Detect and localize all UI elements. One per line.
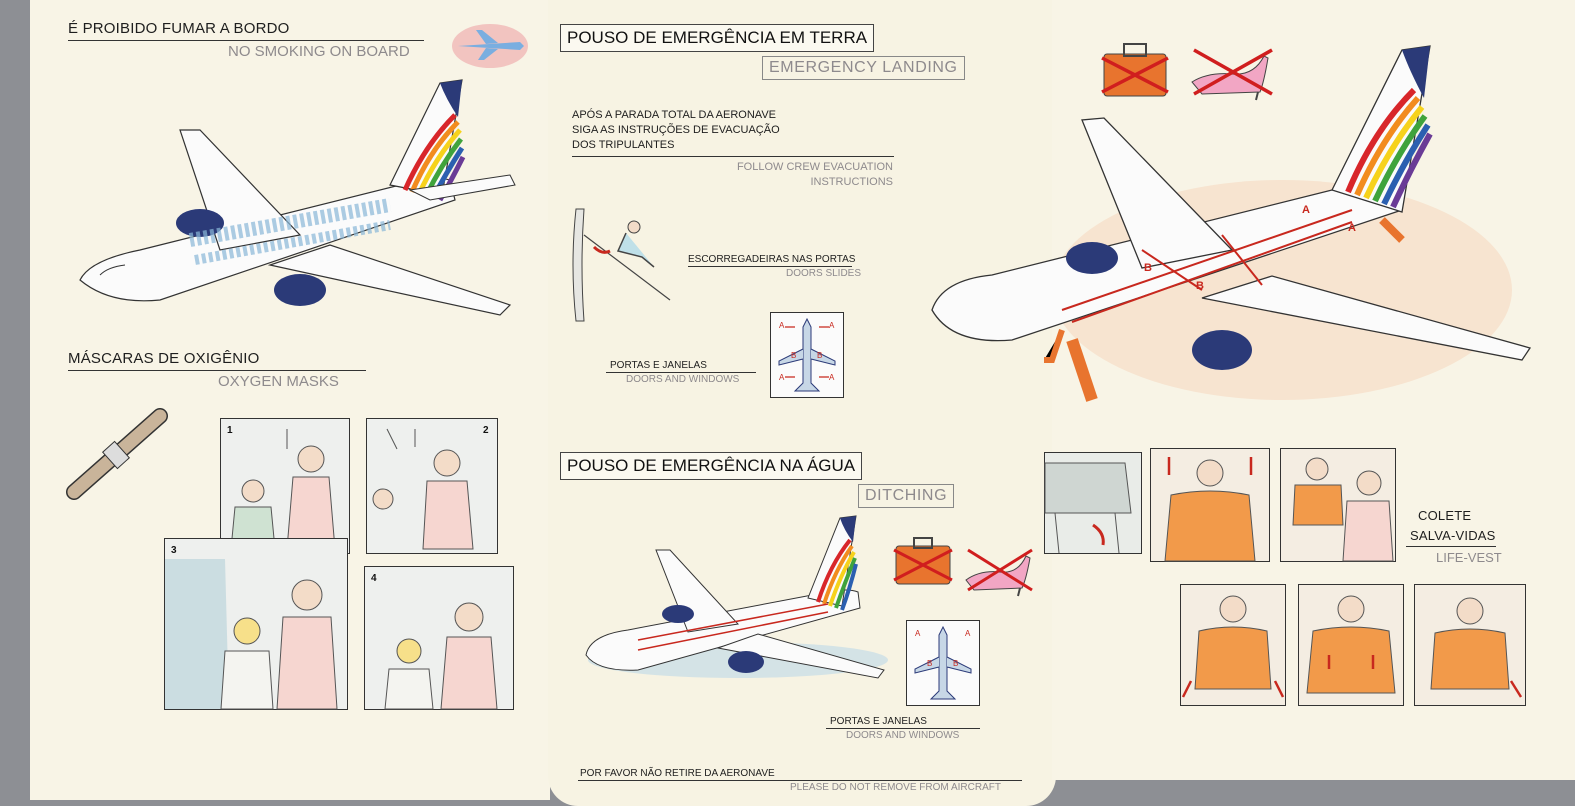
- divider: [826, 728, 980, 729]
- ditching-exits-airplane-diagram: [914, 625, 972, 700]
- no-smoking-title: É PROIBIDO FUMAR A BORDO: [68, 20, 290, 37]
- putting-on-life-vest-illustration: [1164, 457, 1256, 562]
- life-vest-step-frame: [1298, 584, 1404, 706]
- oxygen-step-frame: 2: [366, 418, 498, 554]
- ditching-doors-windows-subtitle: DOORS AND WINDOWS: [846, 730, 960, 741]
- life-vest-step-frame: [1044, 452, 1142, 554]
- exit-a-label: A: [915, 629, 921, 638]
- step-number: 2: [483, 425, 489, 436]
- ditching-exits-diagram: A A B B: [906, 620, 980, 706]
- life-vest-title-line2: SALVA-VIDAS: [1410, 528, 1496, 543]
- passenger-reaching-mask-illustration: [230, 429, 336, 550]
- parent-helping-child-mask-illustration: [165, 559, 338, 710]
- ditching-airplane-illustration: [585, 515, 888, 679]
- footer-notice-pt: POR FAVOR NÃO RETIRE DA AERONAVE: [580, 768, 775, 779]
- airplane-icon: [452, 24, 528, 68]
- doors-windows-title: PORTAS E JANELAS: [610, 360, 707, 371]
- instruction-line: DOS TRIPULANTES: [572, 139, 675, 151]
- emergency-landing-subtitle: EMERGENCY LANDING: [762, 56, 965, 80]
- instruction-line: FOLLOW CREW EVACUATION: [736, 161, 893, 173]
- ditching-subtitle: DITCHING: [858, 484, 955, 508]
- exit-b-label: B: [817, 351, 823, 360]
- divider: [578, 780, 1022, 781]
- no-high-heels-icon: [965, 548, 1033, 597]
- middle-panel: POUSO DE EMERGÊNCIA EM TERRA EMERGENCY L…: [548, 0, 1056, 806]
- door-slides-subtitle: DOORS SLIDES: [786, 268, 862, 279]
- life-vest-step-frame: [1150, 448, 1270, 562]
- divider: [572, 156, 894, 157]
- divider: [68, 370, 366, 371]
- right-panel: B B A A: [931, 0, 1575, 780]
- no-high-heels-icon: [1191, 48, 1273, 101]
- exit-a-label: A: [965, 629, 971, 638]
- instruction-line: INSTRUCTIONS: [810, 176, 894, 188]
- evacuation-instruction-en: FOLLOW CREW EVACUATION INSTRUCTIONS: [688, 160, 893, 190]
- oxygen-step-frame: 1: [220, 418, 350, 554]
- child-and-parent-wearing-masks-illustration: [384, 602, 498, 710]
- divider: [606, 372, 756, 373]
- inflating-vest-illustration: [1306, 595, 1396, 694]
- exit-a-label: A: [829, 321, 835, 330]
- exit-b-label: B: [927, 659, 933, 668]
- tightening-vest-straps-illustration: [1181, 595, 1285, 698]
- exit-a-label: A: [1348, 222, 1356, 234]
- exits-airplane-diagram: [778, 317, 836, 392]
- left-panel: É PROIBIDO FUMAR A BORDO NO SMOKING ON B…: [30, 0, 550, 800]
- life-vest-step-frame: [1414, 584, 1526, 706]
- oxygen-masks-title: MÁSCARAS DE OXIGÊNIO: [68, 350, 260, 367]
- door-slides-title: ESCORREGADEIRAS NAS PORTAS: [688, 254, 856, 265]
- exit-b-label: B: [791, 351, 797, 360]
- step-number: 4: [371, 573, 377, 584]
- exit-a-label: A: [779, 373, 785, 382]
- divider: [68, 40, 424, 41]
- adult-helping-child-vest-illustration: [1292, 457, 1394, 562]
- instruction-line: SIGA AS INSTRUÇÕES DE EVACUAÇÃO: [572, 124, 780, 136]
- ditching-doors-windows-title: PORTAS E JANELAS: [830, 716, 927, 727]
- exits-diagram: A A B B A A: [770, 312, 844, 398]
- airplane-cabin-illustration: [79, 79, 516, 316]
- slide-evacuation-illustration: [572, 208, 671, 322]
- exit-b-label: B: [1144, 262, 1152, 274]
- footer-notice-en: PLEASE DO NOT REMOVE FROM AIRCRAFT: [790, 782, 1001, 793]
- oxygen-step-frame: 3: [164, 538, 348, 710]
- exit-a-label: A: [829, 373, 835, 382]
- oxygen-tube-icon: [66, 408, 168, 500]
- life-vest-subtitle: LIFE-VEST: [1436, 550, 1502, 565]
- blowing-vest-tube-illustration: [1430, 597, 1523, 698]
- emergency-landing-title: POUSO DE EMERGÊNCIA EM TERRA: [560, 24, 875, 52]
- exit-b-label: B: [1196, 280, 1204, 292]
- instruction-line: APÓS A PARADA TOTAL DA AERONAVE: [572, 109, 776, 121]
- divider: [688, 266, 852, 267]
- oxygen-step-frame: 4: [364, 566, 514, 710]
- no-smoking-subtitle: NO SMOKING ON BOARD: [228, 43, 410, 60]
- step-number: 1: [227, 425, 233, 436]
- life-vest-step-frame: [1280, 448, 1396, 562]
- no-baggage-icon: [1101, 43, 1169, 97]
- life-vest-title-line1: COLETE: [1418, 508, 1472, 523]
- evacuation-instruction-pt: APÓS A PARADA TOTAL DA AERONAVE SIGA AS …: [572, 108, 780, 153]
- no-baggage-icon: [893, 537, 953, 585]
- step-number: 3: [171, 545, 177, 556]
- evacuation-routes-airplane-illustration: [931, 45, 1532, 402]
- exit-a-label: A: [779, 321, 785, 330]
- exit-b-label: B: [953, 659, 959, 668]
- doors-windows-subtitle: DOORS AND WINDOWS: [626, 374, 740, 385]
- oxygen-masks-subtitle: OXYGEN MASKS: [218, 373, 339, 390]
- divider: [1406, 546, 1496, 547]
- passenger-wearing-mask-illustration: [372, 428, 474, 550]
- ditching-title: POUSO DE EMERGÊNCIA NA ÁGUA: [560, 452, 863, 480]
- life-vest-under-seat-illustration: [1044, 462, 1132, 554]
- life-vest-step-frame: [1180, 584, 1286, 706]
- exit-a-label: A: [1302, 204, 1310, 216]
